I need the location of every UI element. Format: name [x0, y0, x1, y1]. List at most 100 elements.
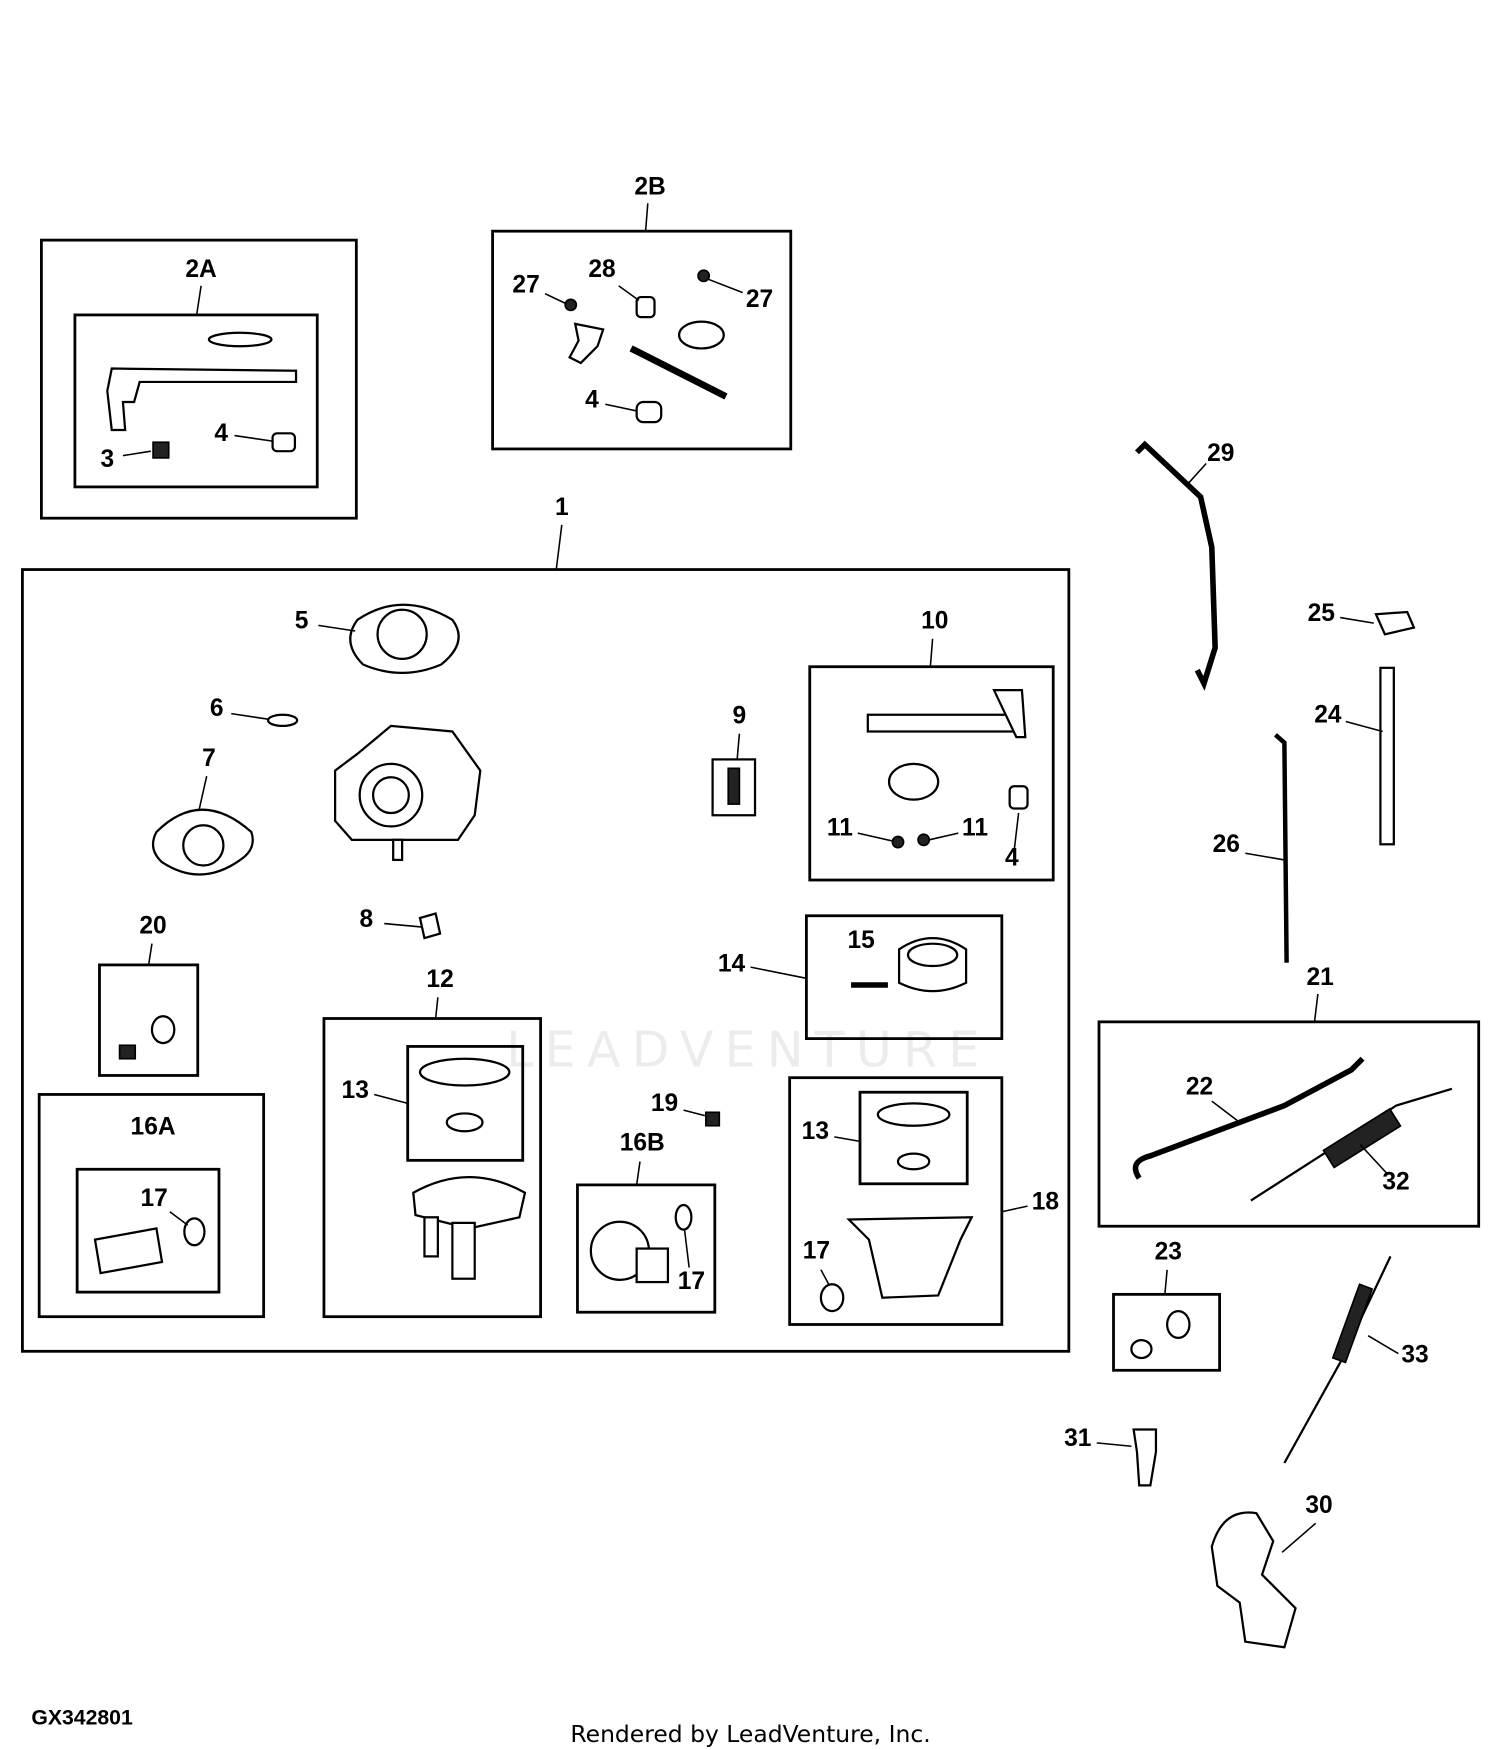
callout-leader-line [318, 624, 356, 632]
callout-2b[interactable]: 2B [634, 173, 665, 200]
callout-leader-line [820, 1269, 830, 1285]
group-box-13b [858, 1090, 969, 1186]
callout-leader-line [195, 285, 202, 316]
callout-leader-line [834, 1136, 861, 1143]
group-box-20 [98, 963, 200, 1077]
group-box-2a-inner [73, 313, 319, 489]
callout-16a[interactable]: 16A [131, 1114, 176, 1141]
linkage-parts [1130, 440, 1453, 1649]
group-box-14 [805, 914, 1004, 1041]
callout-17[interactable]: 17 [678, 1268, 705, 1295]
group-box-16a [37, 1093, 266, 1319]
callout-32[interactable]: 32 [1382, 1168, 1409, 1195]
callout-leader-line [1281, 1522, 1317, 1553]
callout-9[interactable]: 9 [733, 703, 747, 730]
callout-3[interactable]: 3 [100, 446, 114, 473]
callout-leader-line [1345, 720, 1383, 733]
callout-21[interactable]: 21 [1306, 964, 1333, 991]
callout-leader-line [1340, 616, 1374, 624]
throttle-shaft-2b [564, 269, 728, 424]
callout-leader-line [750, 966, 807, 980]
callout-leader-line [644, 203, 649, 232]
callout-26[interactable]: 26 [1213, 831, 1240, 858]
callout-1[interactable]: 1 [555, 494, 569, 521]
callout-8[interactable]: 8 [360, 906, 374, 933]
callout-12[interactable]: 12 [426, 966, 453, 993]
group-box-2a [40, 238, 358, 520]
callout-10[interactable]: 10 [921, 608, 948, 635]
callout-leader-line [707, 278, 744, 294]
callout-leader-line [374, 1093, 408, 1105]
group-box-23 [1112, 1292, 1222, 1372]
group-box-1 [21, 568, 1071, 1353]
callout-leader-line [544, 293, 567, 305]
callout-13[interactable]: 13 [802, 1118, 829, 1145]
watermark: LEADVENTURE [506, 1021, 990, 1079]
group-box-21 [1097, 1020, 1481, 1228]
group-box-18 [788, 1076, 1004, 1326]
callout-11[interactable]: 11 [827, 814, 853, 841]
callout-leader-line [683, 1230, 690, 1268]
callout-leader-line [234, 434, 273, 442]
group-box-2b [491, 229, 793, 451]
callout-31[interactable]: 31 [1064, 1425, 1091, 1452]
callout-leader-line [736, 733, 741, 760]
callout-leader-line [618, 285, 640, 302]
callout-leader-line [1359, 1144, 1389, 1176]
callout-4[interactable]: 4 [585, 387, 599, 414]
callout-11[interactable]: 11 [962, 814, 988, 841]
callout-14[interactable]: 14 [718, 951, 746, 978]
callout-leader-line [1313, 993, 1319, 1022]
figure-id: GX342801 [31, 1706, 133, 1729]
callout-30[interactable]: 30 [1305, 1492, 1332, 1519]
gaskets [151, 603, 460, 876]
callout-17[interactable]: 17 [803, 1238, 830, 1265]
callout-22[interactable]: 22 [1186, 1073, 1213, 1100]
callout-leader-line [1001, 1205, 1028, 1213]
callout-2a[interactable]: 2A [185, 256, 217, 283]
callout-18[interactable]: 18 [1032, 1188, 1059, 1215]
callout-5[interactable]: 5 [295, 608, 309, 635]
callout-leader-line [605, 403, 637, 412]
callout-28[interactable]: 28 [588, 256, 615, 283]
callout-leader-line [929, 638, 934, 667]
callout-leader-line [857, 832, 893, 842]
callout-leader-line [384, 922, 422, 928]
callout-4[interactable]: 4 [1005, 845, 1019, 872]
callout-33[interactable]: 33 [1401, 1341, 1428, 1368]
group-box-12 [322, 1017, 542, 1319]
callout-29[interactable]: 29 [1207, 440, 1234, 467]
callout-leader-line [1096, 1442, 1132, 1448]
callout-27[interactable]: 27 [746, 286, 773, 313]
small-parts [93, 689, 1029, 1313]
choke-shaft-2a [106, 331, 298, 459]
callout-leader-line [929, 832, 959, 841]
callout-leader-line [1185, 462, 1207, 487]
group-box-16a-inner [75, 1167, 221, 1294]
callout-15[interactable]: 15 [847, 927, 874, 954]
callout-leader-line [1245, 852, 1285, 861]
callout-4[interactable]: 4 [214, 420, 228, 447]
callout-13[interactable]: 13 [342, 1077, 369, 1104]
group-box-16b [576, 1183, 717, 1314]
callout-23[interactable]: 23 [1155, 1239, 1182, 1266]
callout-20[interactable]: 20 [139, 913, 166, 940]
callout-27[interactable]: 27 [512, 272, 539, 299]
callout-16b[interactable]: 16B [620, 1129, 665, 1156]
callout-leader-line [1211, 1100, 1241, 1123]
callout-24[interactable]: 24 [1314, 702, 1342, 729]
callout-17[interactable]: 17 [141, 1185, 168, 1212]
group-box-10 [808, 665, 1055, 882]
callout-19[interactable]: 19 [651, 1090, 678, 1117]
callout-leader-line [434, 997, 439, 1019]
callout-leader-line [231, 712, 269, 720]
carburetor-body [333, 724, 482, 862]
callout-7[interactable]: 7 [202, 745, 216, 772]
callout-25[interactable]: 25 [1308, 600, 1335, 627]
callout-leader-line [122, 450, 151, 457]
callout-6[interactable]: 6 [210, 695, 224, 722]
callout-leader-line [147, 943, 153, 966]
callout-leader-line [1013, 812, 1020, 852]
